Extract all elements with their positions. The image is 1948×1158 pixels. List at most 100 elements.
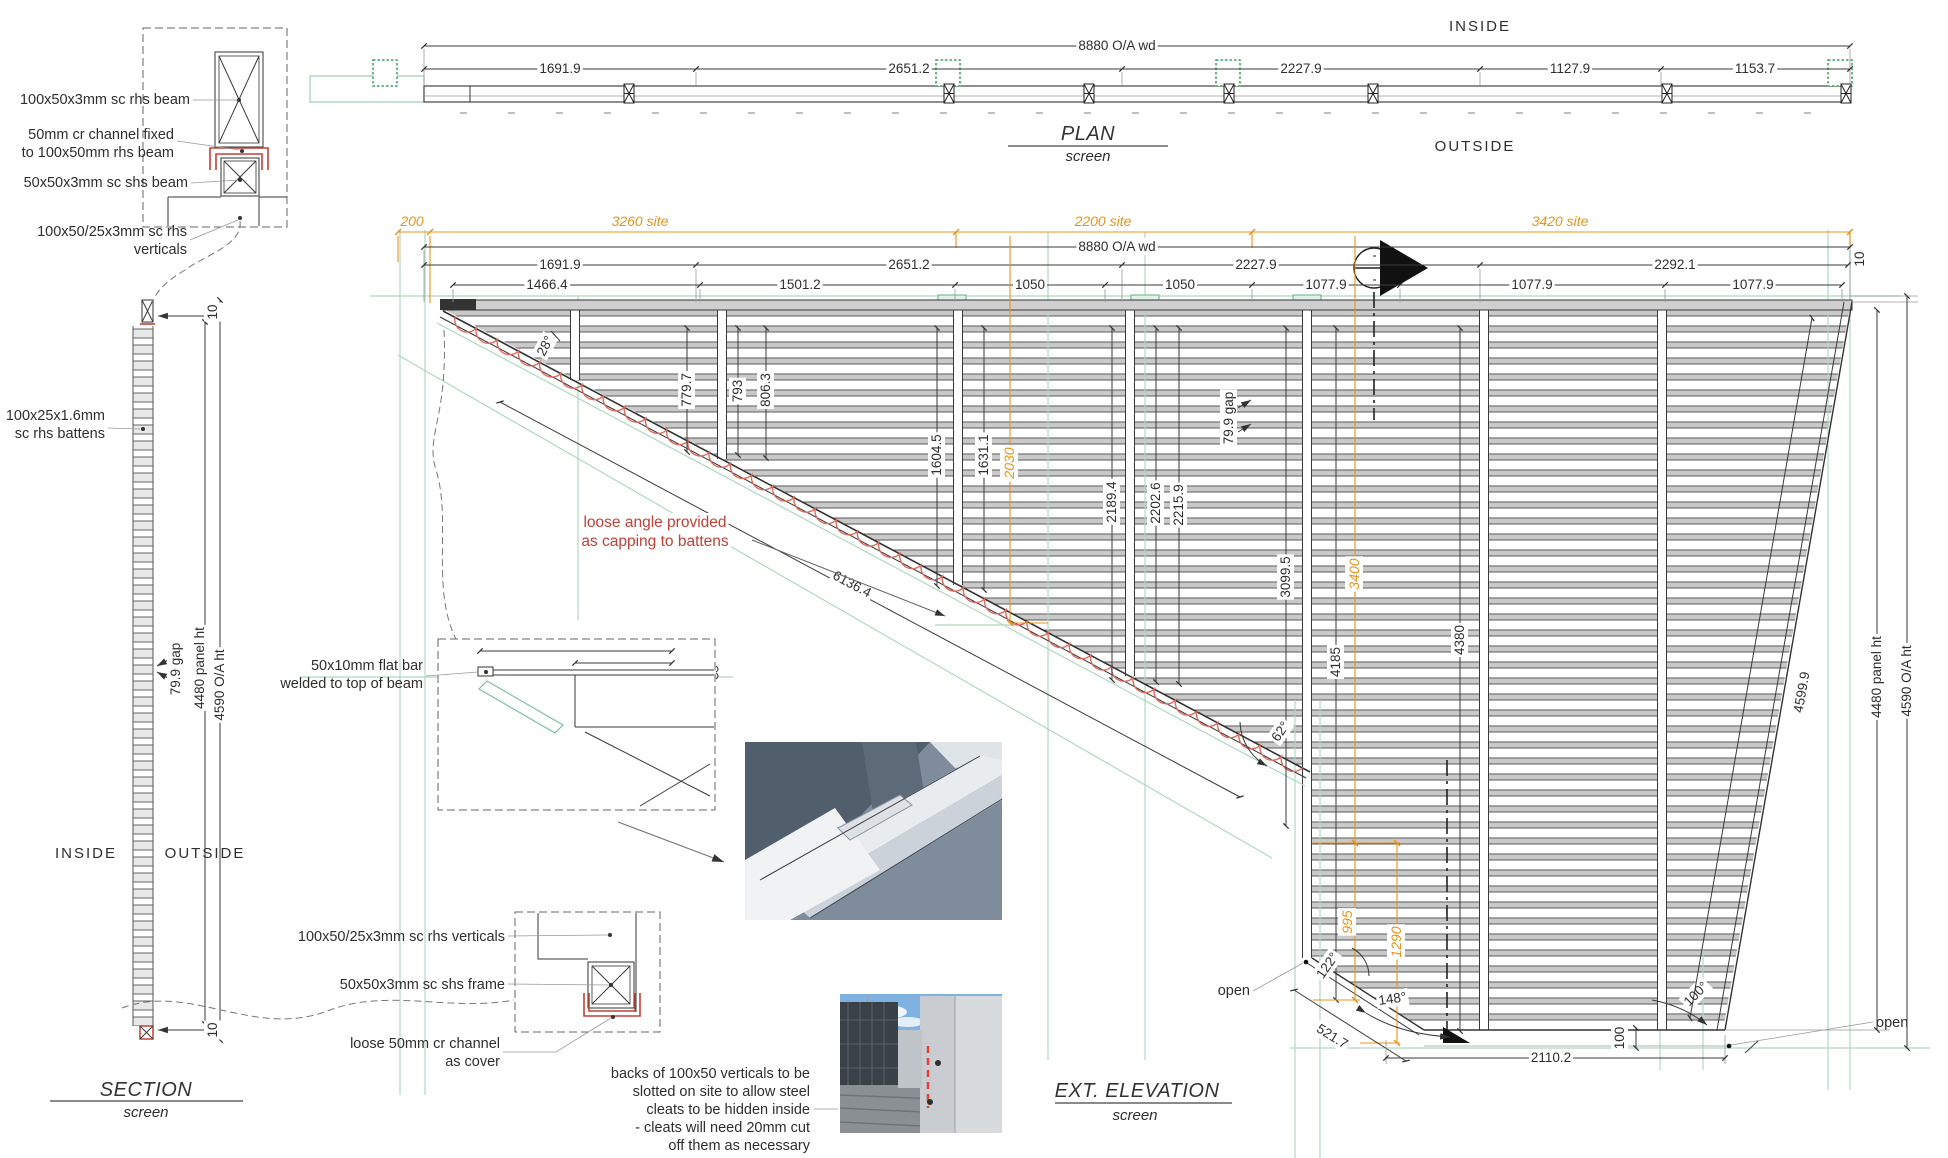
- plan-dim: 1691.9: [539, 61, 580, 76]
- orange-vdim: 1290: [1388, 926, 1404, 957]
- section-title: SECTION: [100, 1079, 192, 1101]
- elev-vdim: 1631.1: [976, 434, 991, 475]
- battens-callout: sc rhs battens: [15, 426, 105, 442]
- elev-dim: 1077.9: [1305, 277, 1346, 292]
- top-rail-end: [440, 299, 476, 310]
- plan-subtitle: screen: [1065, 148, 1110, 165]
- verticals-callout: 100x50/25x3mm sc rhs: [37, 224, 187, 240]
- plan-overall-dim: 8880 O/A wd: [1078, 38, 1155, 53]
- flat-bar-callout: 50x10mm flat bar: [311, 658, 423, 674]
- note-line: slotted on site to allow steel: [633, 1084, 810, 1100]
- plan-screen-bar: [423, 85, 1851, 103]
- capping-note: loose angle provided: [583, 514, 726, 531]
- flat-bar-detail: 50x10mm flat bar welded to top of beam: [279, 638, 725, 863]
- elev-vdim: 779.7: [679, 373, 694, 407]
- photo-beam-cleat: [745, 742, 1003, 920]
- section-dim-10-bottom: 10: [205, 1022, 220, 1037]
- diagonal-dim: 6136.4: [830, 568, 874, 601]
- elevation-title: EXT. ELEVATION: [1055, 1080, 1220, 1102]
- elev-vdim: 2215.9: [1171, 484, 1186, 525]
- shs-frame-callout: 50x50x3mm sc shs frame: [340, 977, 505, 993]
- site-dim: 2200 site: [1074, 213, 1132, 229]
- bottom-dim: 100: [1612, 1027, 1627, 1050]
- plan-posts-green: [372, 59, 1853, 87]
- elev-dim: 2651.2: [888, 257, 929, 272]
- cr-channel-section: [209, 147, 269, 170]
- elev-gap-dim: 79.9 gap: [1221, 392, 1236, 445]
- elev-dim: 2292.1: [1654, 257, 1695, 272]
- open-label: open: [1876, 1015, 1908, 1031]
- elevation-subtitle: screen: [1112, 1107, 1157, 1124]
- verticals-callout: verticals: [134, 242, 187, 258]
- elev-vdim: 1604.5: [929, 434, 944, 475]
- plan-dim: 2651.2: [888, 61, 929, 76]
- plan-posts-hatch: [623, 83, 1852, 104]
- note-line: backs of 100x50 verticals to be: [611, 1066, 810, 1082]
- orange-vdim: 995: [1339, 910, 1355, 934]
- panel-ht-dim: 4480 panel ht: [1869, 636, 1884, 718]
- shs-frame-detail: 100x50/25x3mm sc rhs verticals 50x50x3mm…: [121, 911, 661, 1070]
- dim-10: 10: [1852, 251, 1867, 266]
- section-view: 10 10 79.9 gap 4480 panel ht 4590 O/A ht…: [6, 296, 246, 1121]
- section-panel-ht-dim: 4480 panel ht: [192, 627, 207, 709]
- site-dim: 3260 site: [612, 213, 669, 229]
- shs-beam-section: [220, 157, 260, 197]
- site-note: backs of 100x50 verticals to be slotted …: [611, 1066, 838, 1154]
- note-line: - cleats will need 20mm cut: [635, 1120, 810, 1136]
- shs-beam-callout: 50x50x3mm sc shs beam: [24, 175, 188, 191]
- elev-dim: 1501.2: [779, 277, 820, 292]
- elev-vdim: 806.3: [758, 373, 773, 407]
- note-line: off them as necessary: [668, 1138, 810, 1154]
- elev-overall-dim: 8880 O/A wd: [1078, 239, 1155, 254]
- beam-callout: 100x50x3mm sc rhs beam: [20, 92, 190, 108]
- slant-dim: 4599.9: [1791, 671, 1813, 714]
- elev-dim: 1077.9: [1511, 277, 1552, 292]
- plan-dim: 1127.9: [1550, 61, 1590, 76]
- channel-callout: 50mm cr channel fixed: [28, 127, 174, 143]
- elev-vdim: 4380: [1452, 625, 1467, 655]
- photo-site-post: [839, 994, 1002, 1133]
- plan-dim: 1153.7: [1735, 61, 1775, 76]
- oa-ht-dim: 4590 O/A ht: [1899, 645, 1914, 717]
- plan-bench-outline: [309, 75, 425, 103]
- elevation-bottom-dims: 521.7 2110.2 100: [1290, 988, 1729, 1066]
- top-rail: [442, 299, 1853, 311]
- elev-vdim: 3099.5: [1278, 556, 1293, 597]
- site-dimensions: 200 3260 site 2200 site 3420 site: [394, 212, 1854, 303]
- elev-vdim: 793: [730, 380, 745, 403]
- elev-dim: 1050: [1015, 277, 1045, 292]
- bottom-dim: 2110.2: [1531, 1050, 1571, 1065]
- battens-callout: 100x25x1.6mm: [6, 408, 105, 424]
- elev-dim: 1691.9: [539, 257, 580, 272]
- elev-dim: 1050: [1165, 277, 1195, 292]
- batten-ghost: [478, 680, 564, 734]
- channel-callout: to 100x50mm rhs beam: [22, 145, 174, 161]
- section-inside-label: INSIDE: [55, 845, 117, 862]
- note-line: cleats to be hidden inside: [646, 1102, 810, 1118]
- elev-dim: 1077.9: [1732, 277, 1773, 292]
- section-subtitle: screen: [123, 1104, 168, 1121]
- section-outside-label: OUTSIDE: [165, 845, 246, 862]
- capping-note: as capping to battens: [581, 533, 729, 550]
- orange-vdim: 2030: [1001, 447, 1017, 479]
- verticals-callout: 100x50/25x3mm sc rhs verticals: [298, 929, 505, 945]
- orange-vdim: 3400: [1346, 558, 1362, 589]
- site-dim: 200: [399, 213, 424, 229]
- plan-title: PLAN: [1061, 123, 1115, 145]
- section-cut-marker: [1353, 240, 1470, 1043]
- elevation-dim-rows: 8880 O/A wd 1691.9 2651.2 2227.9 2292.1 …: [420, 238, 1854, 302]
- elev-vdim: 4185: [1328, 647, 1343, 677]
- plan-view: 8880 O/A wd 1691.9 2651.2 2227.9 1127.9 …: [309, 18, 1854, 165]
- elev-dim: 1466.4: [526, 277, 568, 292]
- elev-vdim: 2189.4: [1104, 481, 1119, 523]
- section-dim-10-top: 10: [205, 304, 220, 319]
- elev-dim: 2227.9: [1235, 257, 1276, 272]
- site-dim: 3420 site: [1532, 213, 1589, 229]
- open-label: open: [1218, 983, 1250, 999]
- elevation-right-dims: 4599.9 4480 panel ht 4590 O/A ht 10: [1687, 249, 1918, 1052]
- flat-bar-callout: welded to top of beam: [279, 676, 423, 692]
- beam-connection-detail: 100x50x3mm sc rhs beam 50mm cr channel f…: [20, 27, 288, 303]
- section-oa-ht-dim: 4590 O/A ht: [212, 649, 227, 721]
